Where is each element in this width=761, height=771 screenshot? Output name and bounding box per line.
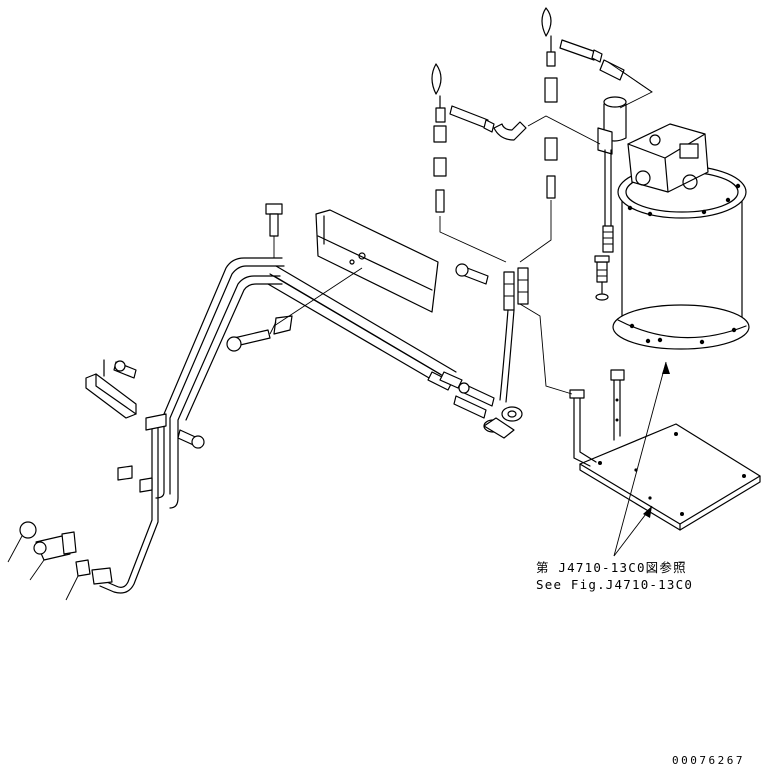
drawing-number: 00076267 [672, 754, 745, 767]
figure-reference-en: See Fig.J4710-13C0 [536, 577, 694, 592]
lower-left-fittings [7, 521, 113, 601]
mounting-bracket [315, 209, 439, 313]
left-bracket [85, 359, 205, 493]
reference-arrows [613, 361, 670, 557]
hose-connectors [431, 7, 653, 263]
center-fittings [453, 263, 573, 439]
pipe-lines [99, 203, 463, 594]
base-plate [569, 369, 761, 531]
figure-reference-jp: 第 J4710-13C0図参照 [536, 560, 687, 575]
tank-assembly [594, 96, 750, 350]
